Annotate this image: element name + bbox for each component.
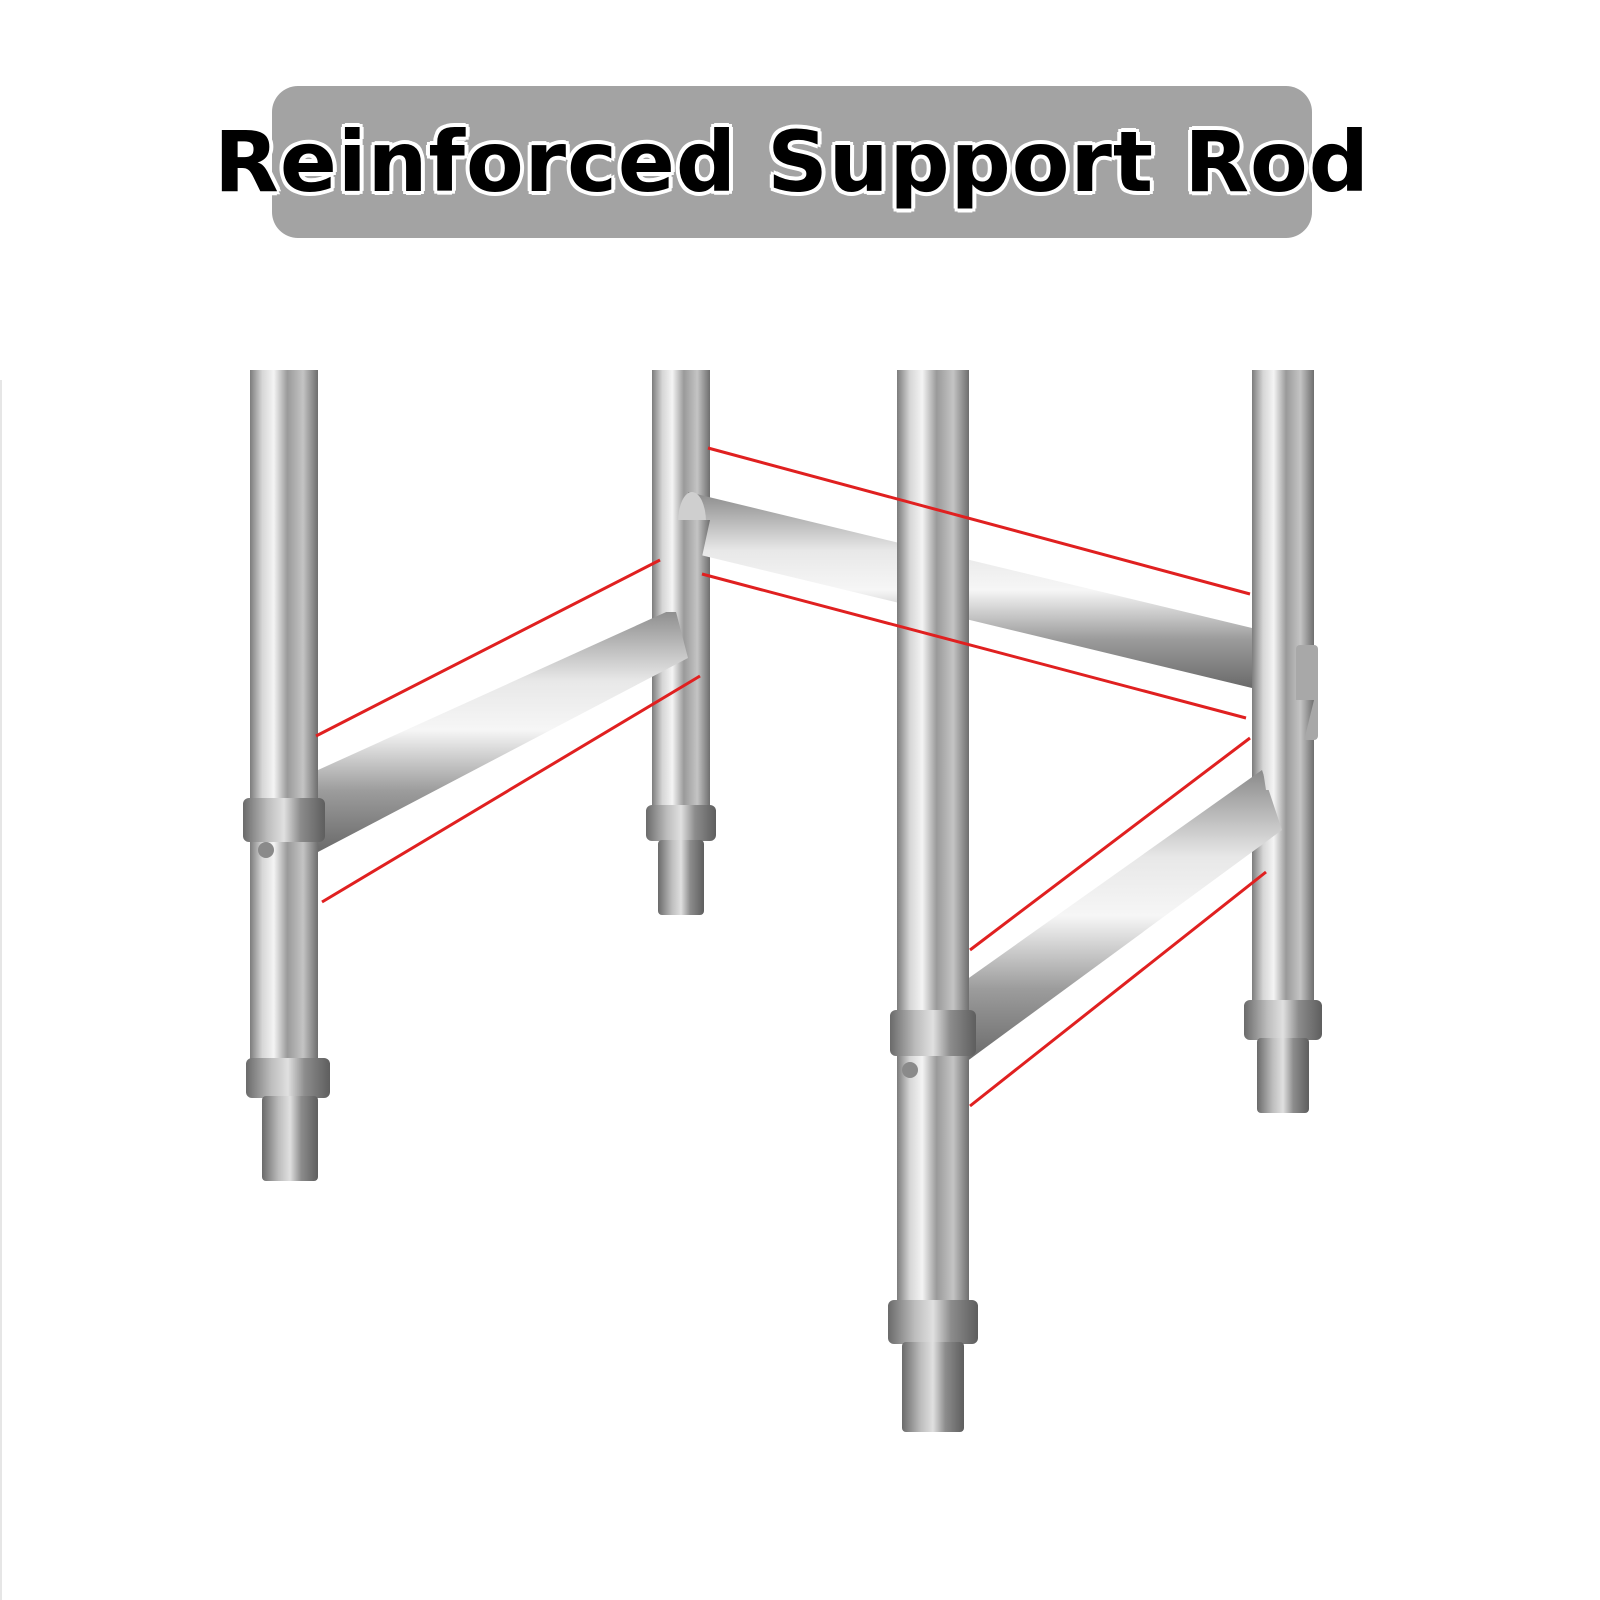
leg-front-right: [888, 370, 978, 1432]
annotation-lines: [315, 446, 1267, 1108]
title-text: Reinforced Support Rod: [214, 113, 1370, 211]
title-banner: Reinforced Support Rod: [214, 86, 1369, 238]
support-rod-right-side: [966, 700, 1314, 1062]
leg-back-right: [1244, 370, 1322, 1113]
leg-front-left: [243, 370, 330, 1181]
support-rod-left-side: [318, 520, 710, 852]
image-left-edge: [0, 380, 2, 1600]
